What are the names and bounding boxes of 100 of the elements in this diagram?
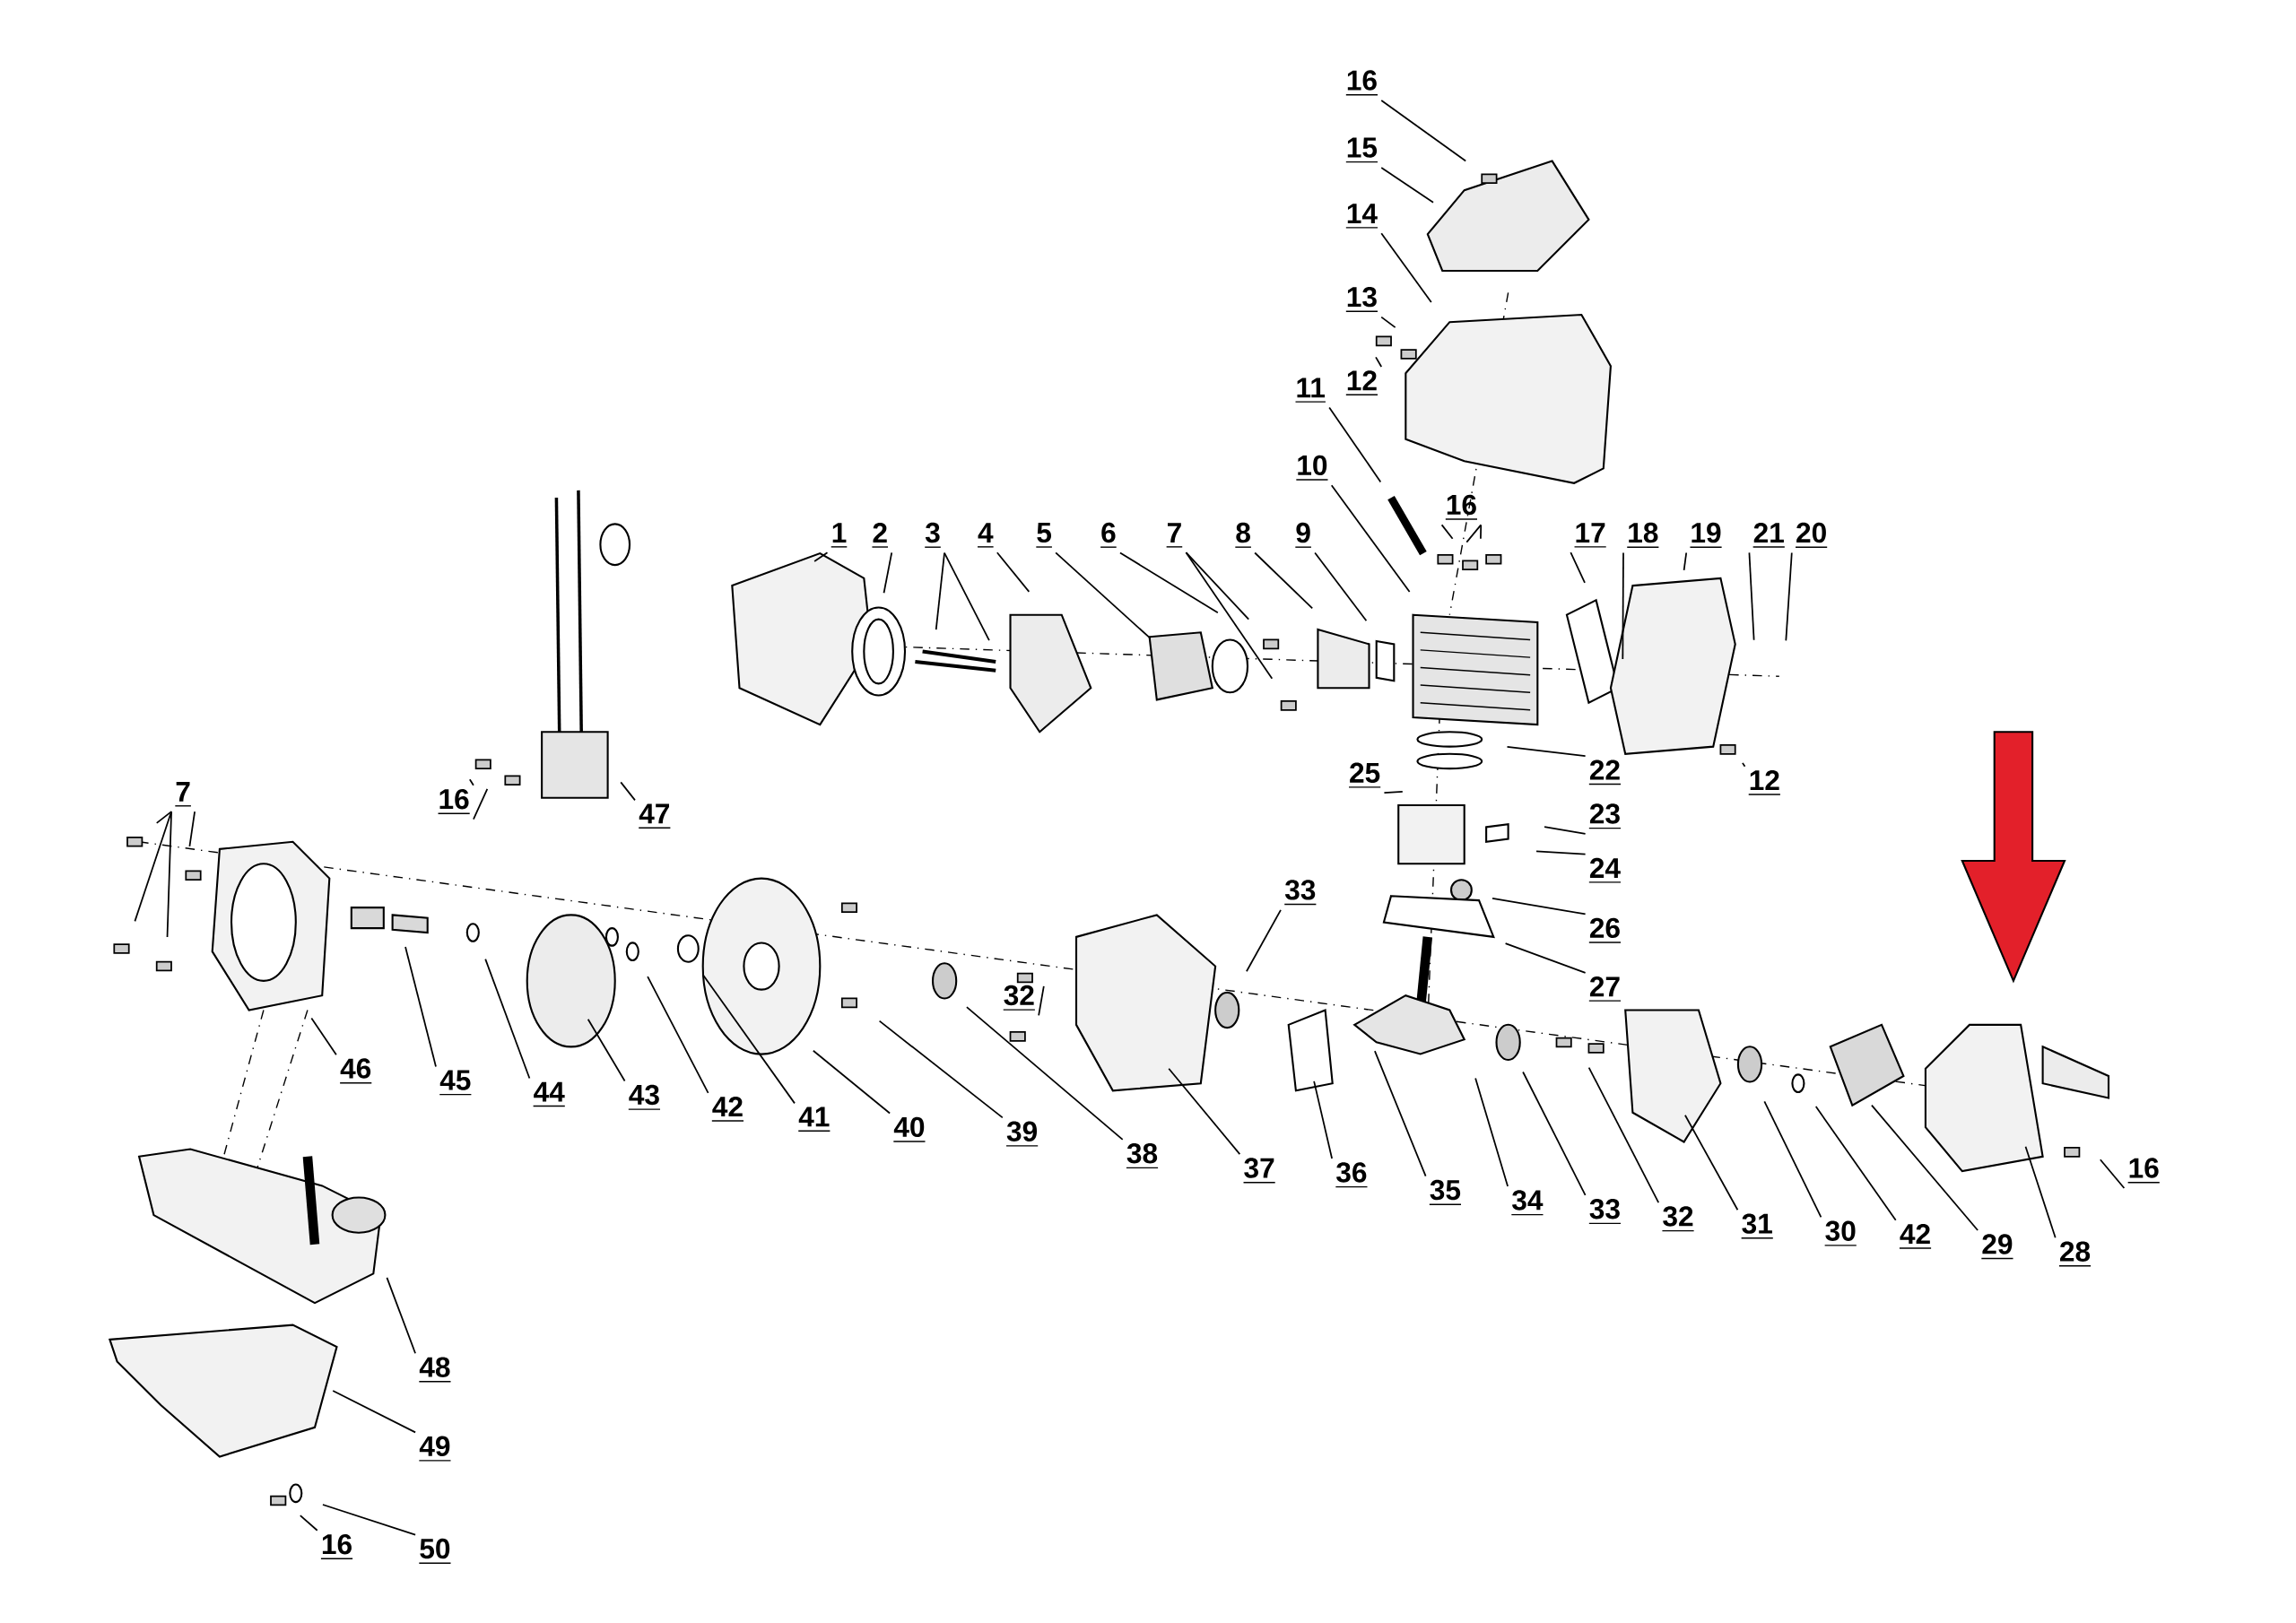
leader-line (1313, 1081, 1333, 1159)
leader-line (386, 1277, 416, 1355)
callout-number: 42 (711, 1097, 744, 1122)
leader-line (468, 778, 474, 786)
leader-line (1380, 232, 1432, 303)
callout-number: 35 (1429, 1179, 1462, 1205)
leader-line (1622, 551, 1624, 660)
callout-number: 18 (1626, 522, 1660, 548)
callout-number: 17 (1573, 523, 1607, 548)
callout-number: 1 (831, 523, 848, 548)
leader-line (155, 811, 172, 824)
callout-number: 28 (2058, 1241, 2092, 1267)
leader-line (484, 958, 531, 1080)
callout-number: 33 (1283, 880, 1318, 906)
leader-line (1375, 356, 1383, 368)
leader-line (1492, 897, 1587, 916)
callout-number: 22 (1588, 759, 1622, 785)
leader-line (1380, 167, 1434, 204)
callout-number: 5 (1035, 523, 1053, 548)
callout-number: 2 (871, 523, 889, 548)
leader-line (1440, 524, 1454, 540)
callout-number: 6 (1100, 522, 1118, 548)
leader-line (1871, 1104, 1979, 1231)
callout-number: 34 (1510, 1190, 1544, 1216)
leader-line (996, 551, 1031, 593)
callout-number: 30 (1823, 1220, 1857, 1246)
callout-number: 47 (638, 803, 672, 829)
callout-number: 26 (1588, 917, 1622, 943)
callout-number: 37 (1242, 1158, 1276, 1184)
leader-line (404, 946, 437, 1068)
callout-number: 13 (1345, 286, 1378, 312)
leader-line (1504, 942, 1587, 974)
leader-line (587, 1018, 626, 1082)
callout-number: 33 (1588, 1199, 1622, 1225)
leader-line (1119, 551, 1219, 614)
leader-line (1522, 1071, 1587, 1196)
leader-line (812, 1049, 891, 1115)
leader-line (1763, 1100, 1822, 1219)
leader-line (1168, 1067, 1241, 1155)
leader-line (1474, 1077, 1509, 1187)
callout-number: 12 (1345, 370, 1378, 395)
leader-line (1055, 551, 1152, 639)
callout-number: 32 (1661, 1206, 1695, 1232)
callout-number: 4 (977, 523, 995, 548)
leader-line (1544, 826, 1587, 835)
leader-line (2099, 1159, 2126, 1189)
leader-line (702, 974, 796, 1105)
leader-line (1535, 850, 1587, 855)
callout-number: 43 (628, 1084, 661, 1110)
callout-number: 41 (797, 1107, 831, 1132)
callout-number: 40 (892, 1116, 926, 1142)
leader-line (1038, 985, 1045, 1017)
callout-number: 49 (418, 1436, 452, 1462)
callout-number: 10 (1295, 455, 1329, 481)
leader-line (1683, 551, 1688, 571)
leader-line (1380, 316, 1396, 328)
leader-line (1742, 762, 1746, 768)
callout-number: 16 (2126, 1158, 2161, 1184)
leader-line (1570, 551, 1586, 584)
leader-line (473, 788, 489, 820)
callout-number: 8 (1234, 522, 1252, 548)
leader-line (1328, 406, 1382, 483)
leader-line (1380, 100, 1467, 162)
callout-number: 48 (418, 1357, 452, 1383)
leader-line (1506, 746, 1587, 758)
leader-line (966, 1006, 1124, 1141)
callout-number: 16 (437, 788, 471, 814)
callout-number: 21 (1752, 523, 1786, 548)
leader-line (944, 551, 990, 641)
callout-number: 14 (1345, 204, 1378, 229)
callout-number: 27 (1588, 976, 1622, 1002)
leader-line (1465, 524, 1483, 543)
leader-line (1185, 551, 1250, 621)
leader-line (1254, 551, 1314, 610)
leader-line (935, 551, 945, 630)
callout-number: 11 (1294, 378, 1326, 403)
leader-line (1480, 524, 1483, 540)
leader-line (1684, 1114, 1739, 1211)
callout-number: 12 (1748, 769, 1781, 795)
callout-number: 25 (1348, 762, 1381, 788)
leader-line (1314, 551, 1368, 622)
callout-number: 16 (320, 1533, 353, 1559)
callout-number: 29 (1980, 1234, 2014, 1260)
leader-line (310, 1017, 337, 1056)
callout-number: 39 (1005, 1121, 1039, 1147)
callout-number: 16 (1445, 494, 1478, 520)
callout-number: 38 (1126, 1143, 1159, 1169)
callout-number: 3 (924, 522, 942, 548)
leader-line (1374, 1050, 1427, 1177)
callout-number: 16 (1345, 70, 1378, 96)
callout-number: 32 (1003, 985, 1036, 1011)
callout-number: 9 (1294, 522, 1312, 548)
leader-line (647, 976, 709, 1094)
leader-line (1587, 1066, 1660, 1203)
leader-line (1383, 791, 1404, 794)
callout-number: 23 (1588, 803, 1622, 829)
callout-number: 20 (1795, 522, 1828, 548)
leader-line (322, 1504, 416, 1536)
leader-line (332, 1390, 416, 1434)
callout-number: 46 (339, 1058, 372, 1084)
